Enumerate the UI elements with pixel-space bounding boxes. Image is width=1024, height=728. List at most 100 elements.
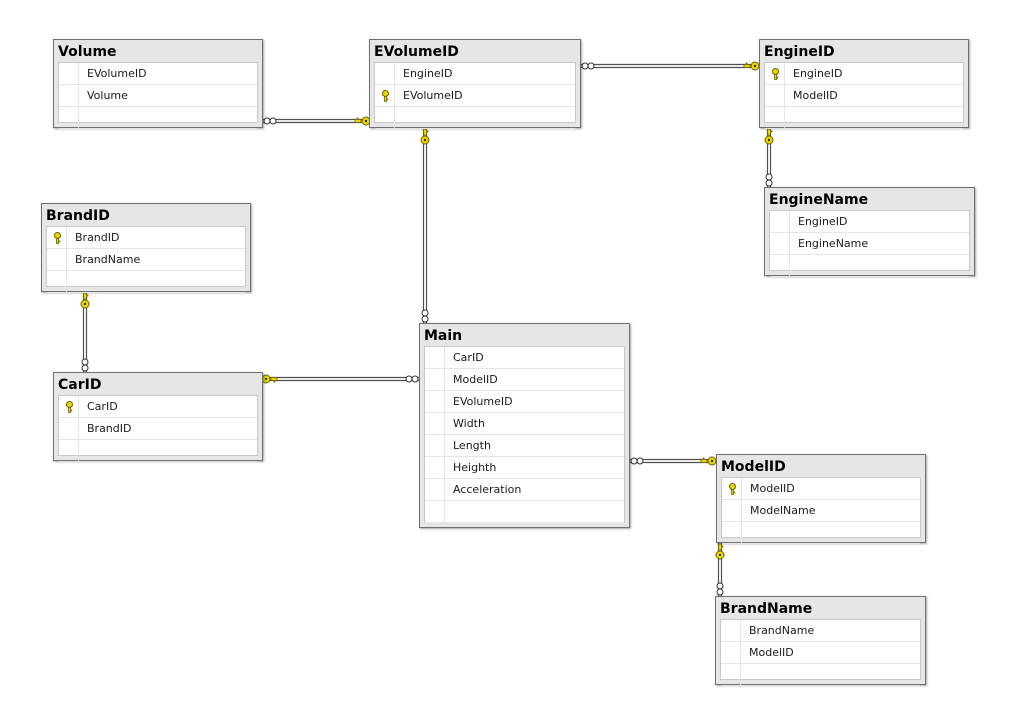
row-selector[interactable] [721,664,741,685]
empty-row[interactable] [59,107,257,129]
row-selector[interactable] [375,85,395,106]
column-row[interactable]: EVolumeID [425,391,624,413]
primary-key-icon [729,483,736,495]
column-row[interactable]: EngineName [770,233,969,255]
column-row[interactable]: CarID [425,347,624,369]
row-selector[interactable] [47,227,67,248]
column-row[interactable]: EngineID [765,63,963,85]
row-selector[interactable] [425,369,445,390]
row-selector[interactable] [59,396,79,417]
row-selector[interactable] [375,107,395,128]
table-title[interactable]: BrandID [46,208,110,224]
column-row[interactable]: BrandName [721,620,920,642]
table-title[interactable]: BrandName [720,601,813,617]
table-title[interactable]: EVolumeID [374,44,459,60]
row-selector[interactable] [47,271,67,292]
column-row[interactable]: EngineID [770,211,969,233]
column-row[interactable]: BrandID [47,227,245,249]
column-row[interactable]: EVolumeID [375,85,575,107]
relationship-carid-brandid[interactable] [80,292,90,372]
table-title[interactable]: CarID [58,377,102,393]
row-selector[interactable] [722,500,742,521]
row-selector[interactable] [722,522,742,543]
empty-row[interactable] [770,255,969,277]
empty-row[interactable] [59,440,257,462]
relationship-enginename-engineid[interactable] [764,128,774,187]
column-row[interactable]: ModelID [721,642,920,664]
column-name: CarID [87,400,118,413]
column-row[interactable]: ModelID [722,478,920,500]
relationship-main-modelid[interactable] [630,456,717,466]
column-row[interactable]: CarID [59,396,257,418]
table-title[interactable]: ModelID [721,459,786,475]
row-selector[interactable] [425,479,445,500]
empty-row[interactable] [375,107,575,129]
row-selector[interactable] [765,107,785,128]
column-row[interactable]: BrandID [59,418,257,440]
empty-row[interactable] [721,664,920,686]
row-selector[interactable] [59,418,79,439]
column-row[interactable]: ModelID [425,369,624,391]
relationship-main-carid[interactable] [261,374,419,384]
row-selector[interactable] [59,63,79,84]
empty-row[interactable] [425,501,624,523]
row-selector[interactable] [425,413,445,434]
relationship-brandname-modelid[interactable] [715,543,725,596]
row-selector[interactable] [59,107,79,128]
column-row[interactable]: Volume [59,85,257,107]
table-carid[interactable]: CarID CarID BrandID [53,372,263,462]
column-row[interactable]: Acceleration [425,479,624,501]
row-selector[interactable] [425,391,445,412]
row-selector[interactable] [770,255,790,276]
row-selector[interactable] [425,501,445,522]
row-selector[interactable] [721,642,741,663]
column-row[interactable]: ModelName [722,500,920,522]
row-selector[interactable] [765,63,785,84]
column-row[interactable]: ModelID [765,85,963,107]
relationship-volume-evolumeid[interactable] [263,116,371,126]
row-selector[interactable] [770,211,790,232]
row-selector[interactable] [375,63,395,84]
column-row[interactable]: Heighth [425,457,624,479]
relationship-main-evolumeid[interactable] [420,128,430,323]
row-selector[interactable] [721,620,741,641]
row-selector[interactable] [59,440,79,461]
column-row[interactable]: Width [425,413,624,435]
empty-row[interactable] [47,271,245,293]
column-name: Length [453,439,491,452]
column-row[interactable]: BrandName [47,249,245,271]
column-name: Acceleration [453,483,522,496]
empty-row[interactable] [722,522,920,544]
key-icon [354,116,371,126]
row-selector[interactable] [765,85,785,106]
table-title[interactable]: EngineID [764,44,835,60]
column-row[interactable]: Length [425,435,624,457]
empty-row[interactable] [765,107,963,129]
row-selector[interactable] [770,233,790,254]
row-selector[interactable] [425,435,445,456]
row-selector[interactable] [722,478,742,499]
row-selector[interactable] [47,249,67,270]
column-row[interactable]: EngineID [375,63,575,85]
row-selector[interactable] [425,347,445,368]
relationship-evolumeid-engineid[interactable] [581,61,760,71]
column-row[interactable]: EVolumeID [59,63,257,85]
row-selector[interactable] [59,85,79,106]
table-title[interactable]: Volume [58,44,117,60]
table-title[interactable]: Main [424,328,463,344]
row-selector[interactable] [425,457,445,478]
table-title[interactable]: EngineName [769,192,869,208]
